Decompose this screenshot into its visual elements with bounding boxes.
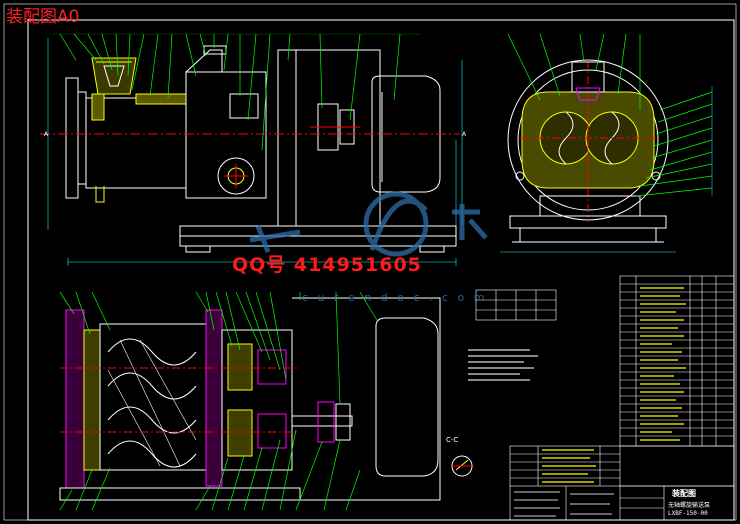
title-block-title: 装配图 <box>672 489 696 498</box>
watermark-logo <box>249 191 488 257</box>
section-label: C-C <box>446 436 458 444</box>
view-label-left: A <box>44 131 49 138</box>
sheet-outer-border <box>3 3 737 521</box>
parts-list <box>509 275 735 521</box>
qq-contact-text: QQ号 414951605 <box>232 254 422 276</box>
tech-notes <box>468 349 538 381</box>
section-view <box>59 291 441 511</box>
detail-view <box>451 455 473 477</box>
title-block-code: LXBF-150-00 <box>668 510 708 517</box>
side-view <box>500 33 713 253</box>
front-view <box>40 33 463 266</box>
watermark-url: c u r e n d o c . c o m <box>302 291 488 304</box>
tech-table <box>475 289 557 321</box>
view-label-right: A <box>462 131 467 138</box>
sheet-title: 装配图A0 <box>6 7 80 27</box>
title-block-name: 无轴螺旋输送泵 <box>668 502 711 509</box>
